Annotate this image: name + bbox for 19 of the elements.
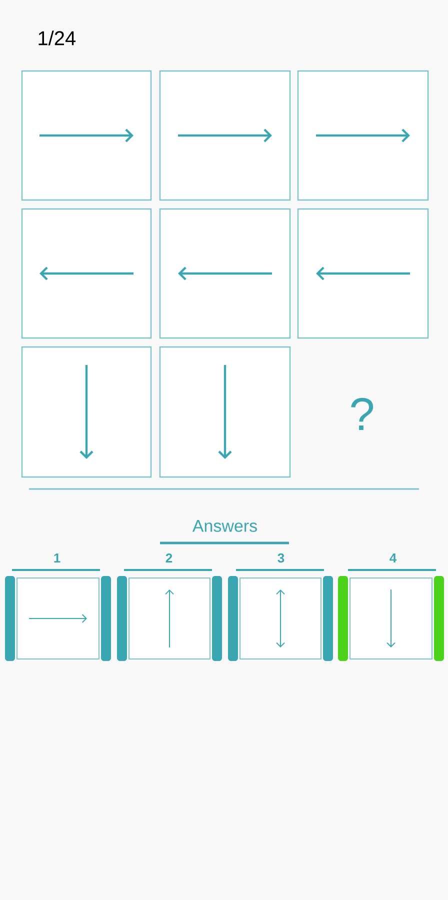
picture-cell: [159, 70, 291, 201]
picture-cell: [159, 346, 291, 478]
picture-cell: [21, 346, 152, 478]
option-number: 4: [390, 554, 397, 562]
answer-card: [5, 576, 111, 661]
section-heading: Answers: [192, 520, 257, 532]
answer-card: [338, 576, 444, 661]
picture-cell: [21, 70, 152, 201]
picture-cell: [297, 70, 429, 201]
picture-cell: [21, 208, 152, 339]
option-number: 2: [166, 553, 172, 563]
picture-cell: [159, 208, 291, 339]
answer-card: [228, 576, 333, 661]
option-number: 3: [278, 553, 284, 563]
question-mark: ?: [351, 398, 374, 430]
page-counter: 1/24: [38, 30, 76, 46]
answer-card: [117, 576, 222, 661]
picture-cell: [297, 208, 429, 339]
option-number: 1: [54, 554, 60, 562]
